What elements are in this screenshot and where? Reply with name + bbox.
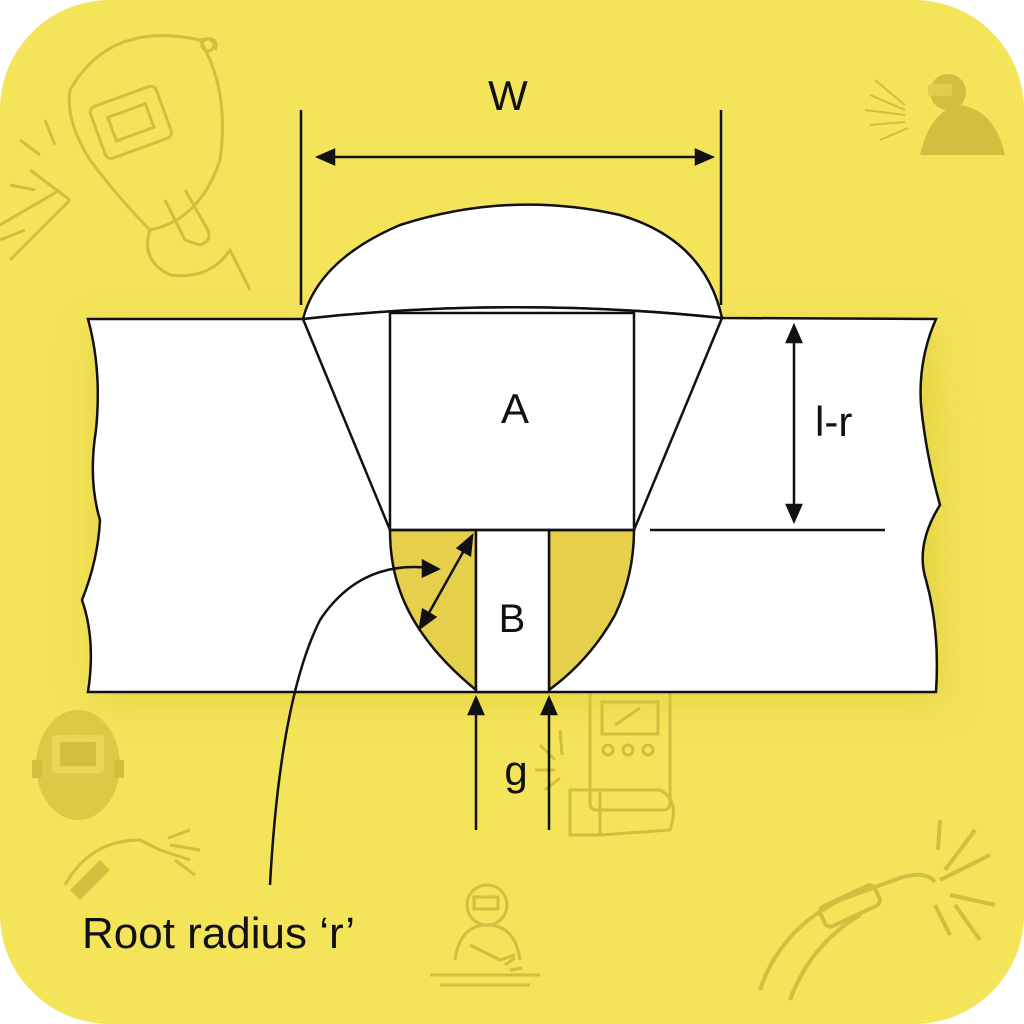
- welding-torch-icon: [63, 828, 201, 900]
- gap-dimension: [467, 694, 558, 830]
- root-radius-indicator: [268, 533, 474, 886]
- region-a: [388, 311, 636, 532]
- welder-silhouette-icon: [864, 74, 1005, 155]
- depth-dimension: [650, 322, 885, 532]
- parent-plates: [80, 306, 942, 694]
- welding-mask-icon: [32, 710, 124, 820]
- label-width: W: [488, 72, 528, 119]
- label-region-a: A: [501, 385, 529, 432]
- groove-lines: [301, 311, 724, 532]
- width-dimension: [299, 110, 723, 305]
- welder-at-bench-icon: [430, 883, 540, 987]
- label-root-radius: Root radius ‘r’: [82, 909, 355, 958]
- mig-torch-icon: [758, 819, 996, 1001]
- label-region-b: B: [499, 597, 526, 641]
- welding-machine-icon: [535, 688, 675, 837]
- root-fusion-right: [547, 528, 636, 693]
- welder-with-mask-icon: [0, 34, 252, 291]
- label-gap: g: [504, 747, 527, 794]
- label-depth: l-r: [815, 398, 852, 445]
- root-fusion-left: [388, 528, 478, 693]
- region-b: [474, 528, 551, 694]
- decorative-icons: [0, 34, 1005, 1001]
